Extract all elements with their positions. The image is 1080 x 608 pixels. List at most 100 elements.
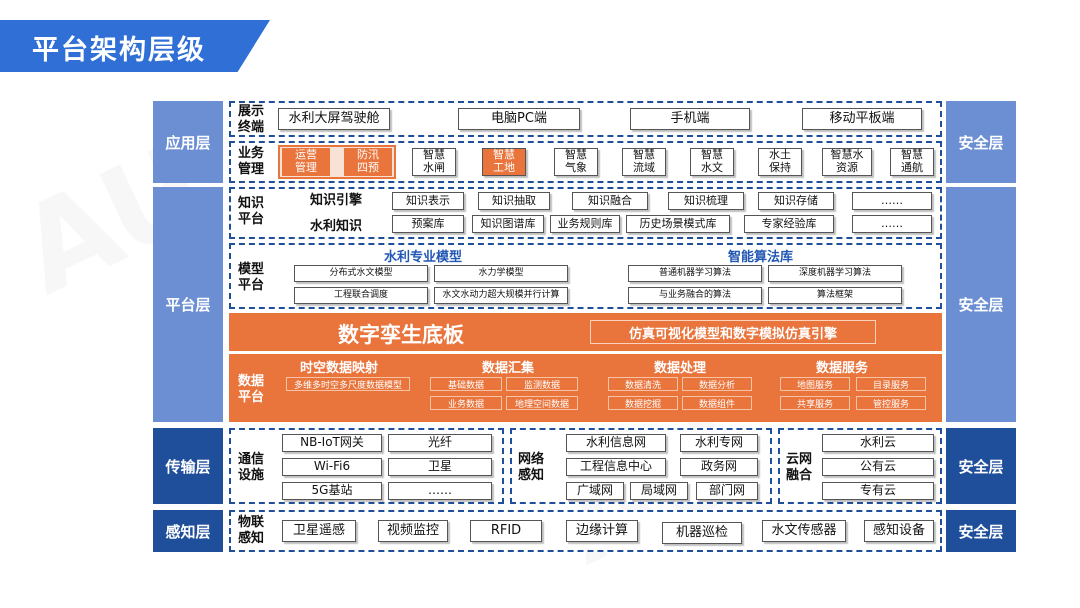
data-group-item: 监测数据 bbox=[506, 377, 578, 391]
knowledge-engine-item: 知识融合 bbox=[572, 192, 648, 210]
data-group-item: 目录服务 bbox=[856, 377, 926, 391]
data-group-item: 业务数据 bbox=[430, 396, 502, 410]
cloud-item: 公有云 bbox=[822, 458, 934, 476]
water-knowledge-item: 预案库 bbox=[392, 215, 464, 233]
layer-security-4: 安全层 bbox=[946, 510, 1016, 552]
display-label: 展示 终端 bbox=[238, 104, 265, 135]
comm-item: Wi-Fi6 bbox=[282, 458, 382, 476]
iot-item: 水文传感器 bbox=[762, 520, 846, 542]
layer-security-3: 安全层 bbox=[946, 428, 1016, 504]
cloud-item: 专有云 bbox=[822, 482, 934, 500]
model-label: 模型 平台 bbox=[238, 262, 265, 293]
business-item: 智慧 水闸 bbox=[412, 148, 456, 176]
data-platform-panel bbox=[229, 354, 942, 422]
data-group-item: 管控服务 bbox=[856, 396, 926, 410]
comm-label: 通信 设施 bbox=[238, 452, 265, 483]
display-item: 手机端 bbox=[630, 108, 750, 130]
water-knowledge-item: 业务规则库 bbox=[550, 215, 620, 233]
layer-platform: 平台层 bbox=[153, 187, 223, 422]
layer-app: 应用层 bbox=[153, 101, 223, 183]
network-item: 政务网 bbox=[680, 458, 758, 476]
business-item: 智慧水 资源 bbox=[822, 148, 872, 176]
data-group-title: 数据处理 bbox=[654, 361, 707, 376]
data-group-item: 共享服务 bbox=[780, 396, 850, 410]
data-group-item: 数据组件 bbox=[682, 396, 752, 410]
comm-item: 5G基站 bbox=[282, 482, 382, 500]
page-title: 平台架构层级 bbox=[32, 35, 206, 66]
comm-item: NB-IoT网关 bbox=[282, 434, 382, 452]
iot-item: 感知设备 bbox=[864, 520, 934, 542]
data-platform-label: 数据 平台 bbox=[238, 374, 265, 405]
business-item: 智慧 气象 bbox=[554, 148, 598, 176]
comm-item: …… bbox=[388, 482, 492, 500]
simulation-engine: 仿真可视化模型和数字模拟仿真引擎 bbox=[590, 320, 876, 344]
comm-item: 光纤 bbox=[388, 434, 492, 452]
display-item: 电脑PC端 bbox=[458, 108, 580, 130]
digital-twin-title: 数字孪生底板 bbox=[338, 323, 464, 347]
cloud-label: 云网 融合 bbox=[786, 452, 813, 483]
network-item: 部门网 bbox=[696, 482, 758, 500]
knowledge-engine-item: 知识存储 bbox=[758, 192, 834, 210]
water-model-item: 分布式水文模型 bbox=[294, 265, 428, 282]
water-knowledge-item: 专家经验库 bbox=[744, 215, 834, 233]
knowledge-engine-label: 知识引擎 bbox=[310, 193, 363, 208]
data-group-title: 时空数据映射 bbox=[300, 361, 379, 376]
knowledge-label: 知识 平台 bbox=[238, 196, 265, 227]
network-item: 广域网 bbox=[566, 482, 624, 500]
water-model-item: 水力学模型 bbox=[434, 265, 568, 282]
data-group-title: 数据汇集 bbox=[482, 361, 535, 376]
display-item: 移动平板端 bbox=[802, 108, 922, 130]
algo-item: 普通机器学习算法 bbox=[628, 265, 762, 282]
algo-item: 深度机器学习算法 bbox=[768, 265, 902, 282]
digital-twin-bar bbox=[229, 313, 942, 351]
cloud-item: 水利云 bbox=[822, 434, 934, 452]
iot-item: 边缘计算 bbox=[566, 520, 638, 542]
layer-transport: 传输层 bbox=[153, 428, 223, 504]
business-label: 业务 管理 bbox=[238, 146, 265, 177]
iot-item: 视频监控 bbox=[378, 520, 448, 542]
network-label: 网络 感知 bbox=[518, 452, 545, 483]
comm-item: 卫星 bbox=[388, 458, 492, 476]
business-item: 水土 保持 bbox=[758, 148, 802, 176]
water-model-item: 工程联合调度 bbox=[294, 287, 428, 304]
knowledge-engine-item: …… bbox=[852, 192, 932, 210]
network-item: 水利专网 bbox=[680, 434, 758, 452]
data-group-title: 数据服务 bbox=[816, 361, 869, 376]
data-group-item: 数据分析 bbox=[682, 377, 752, 391]
data-group-item: 数据挖掘 bbox=[608, 396, 678, 410]
knowledge-engine-item: 知识表示 bbox=[392, 192, 464, 210]
knowledge-engine-item: 知识梳理 bbox=[668, 192, 744, 210]
business-item: 运营 管理 bbox=[282, 148, 330, 176]
network-item: 局域网 bbox=[630, 482, 688, 500]
iot-item: 机器巡检 bbox=[662, 522, 742, 544]
water-knowledge-item: …… bbox=[852, 215, 932, 233]
display-item: 水利大屏驾驶舱 bbox=[278, 108, 390, 130]
algo-item: 与业务融合的算法 bbox=[628, 287, 762, 304]
water-model-title: 水利专业模型 bbox=[384, 250, 463, 265]
iot-item: RFID bbox=[470, 520, 542, 542]
business-item: 智慧 通航 bbox=[890, 148, 934, 176]
algo-title: 智能算法库 bbox=[728, 250, 794, 265]
business-item: 智慧 工地 bbox=[482, 148, 526, 176]
water-knowledge-label: 水利知识 bbox=[310, 219, 363, 234]
data-group-item: 地图服务 bbox=[780, 377, 850, 391]
network-item: 工程信息中心 bbox=[566, 458, 666, 476]
business-item: 智慧 流域 bbox=[622, 148, 666, 176]
water-knowledge-item: 知识图谱库 bbox=[472, 215, 544, 233]
data-group-item: 数据清洗 bbox=[608, 377, 678, 391]
layer-sensing: 感知层 bbox=[153, 510, 223, 552]
network-item: 水利信息网 bbox=[566, 434, 666, 452]
iot-label: 物联 感知 bbox=[238, 515, 265, 546]
layer-security-1: 安全层 bbox=[946, 101, 1016, 183]
data-group-item: 多维多时空多尺度数据模型 bbox=[286, 377, 410, 391]
layer-security-2: 安全层 bbox=[946, 187, 1016, 422]
knowledge-engine-item: 知识抽取 bbox=[478, 192, 550, 210]
business-item: 防汛 四预 bbox=[344, 148, 392, 176]
algo-item: 算法框架 bbox=[768, 287, 902, 304]
data-group-item: 基础数据 bbox=[430, 377, 502, 391]
water-knowledge-item: 历史场景模式库 bbox=[626, 215, 730, 233]
iot-item: 卫星遥感 bbox=[282, 520, 356, 542]
business-item: 智慧 水文 bbox=[690, 148, 734, 176]
title-banner bbox=[0, 20, 270, 72]
water-model-item: 水文水动力超大规模并行计算 bbox=[434, 287, 568, 304]
